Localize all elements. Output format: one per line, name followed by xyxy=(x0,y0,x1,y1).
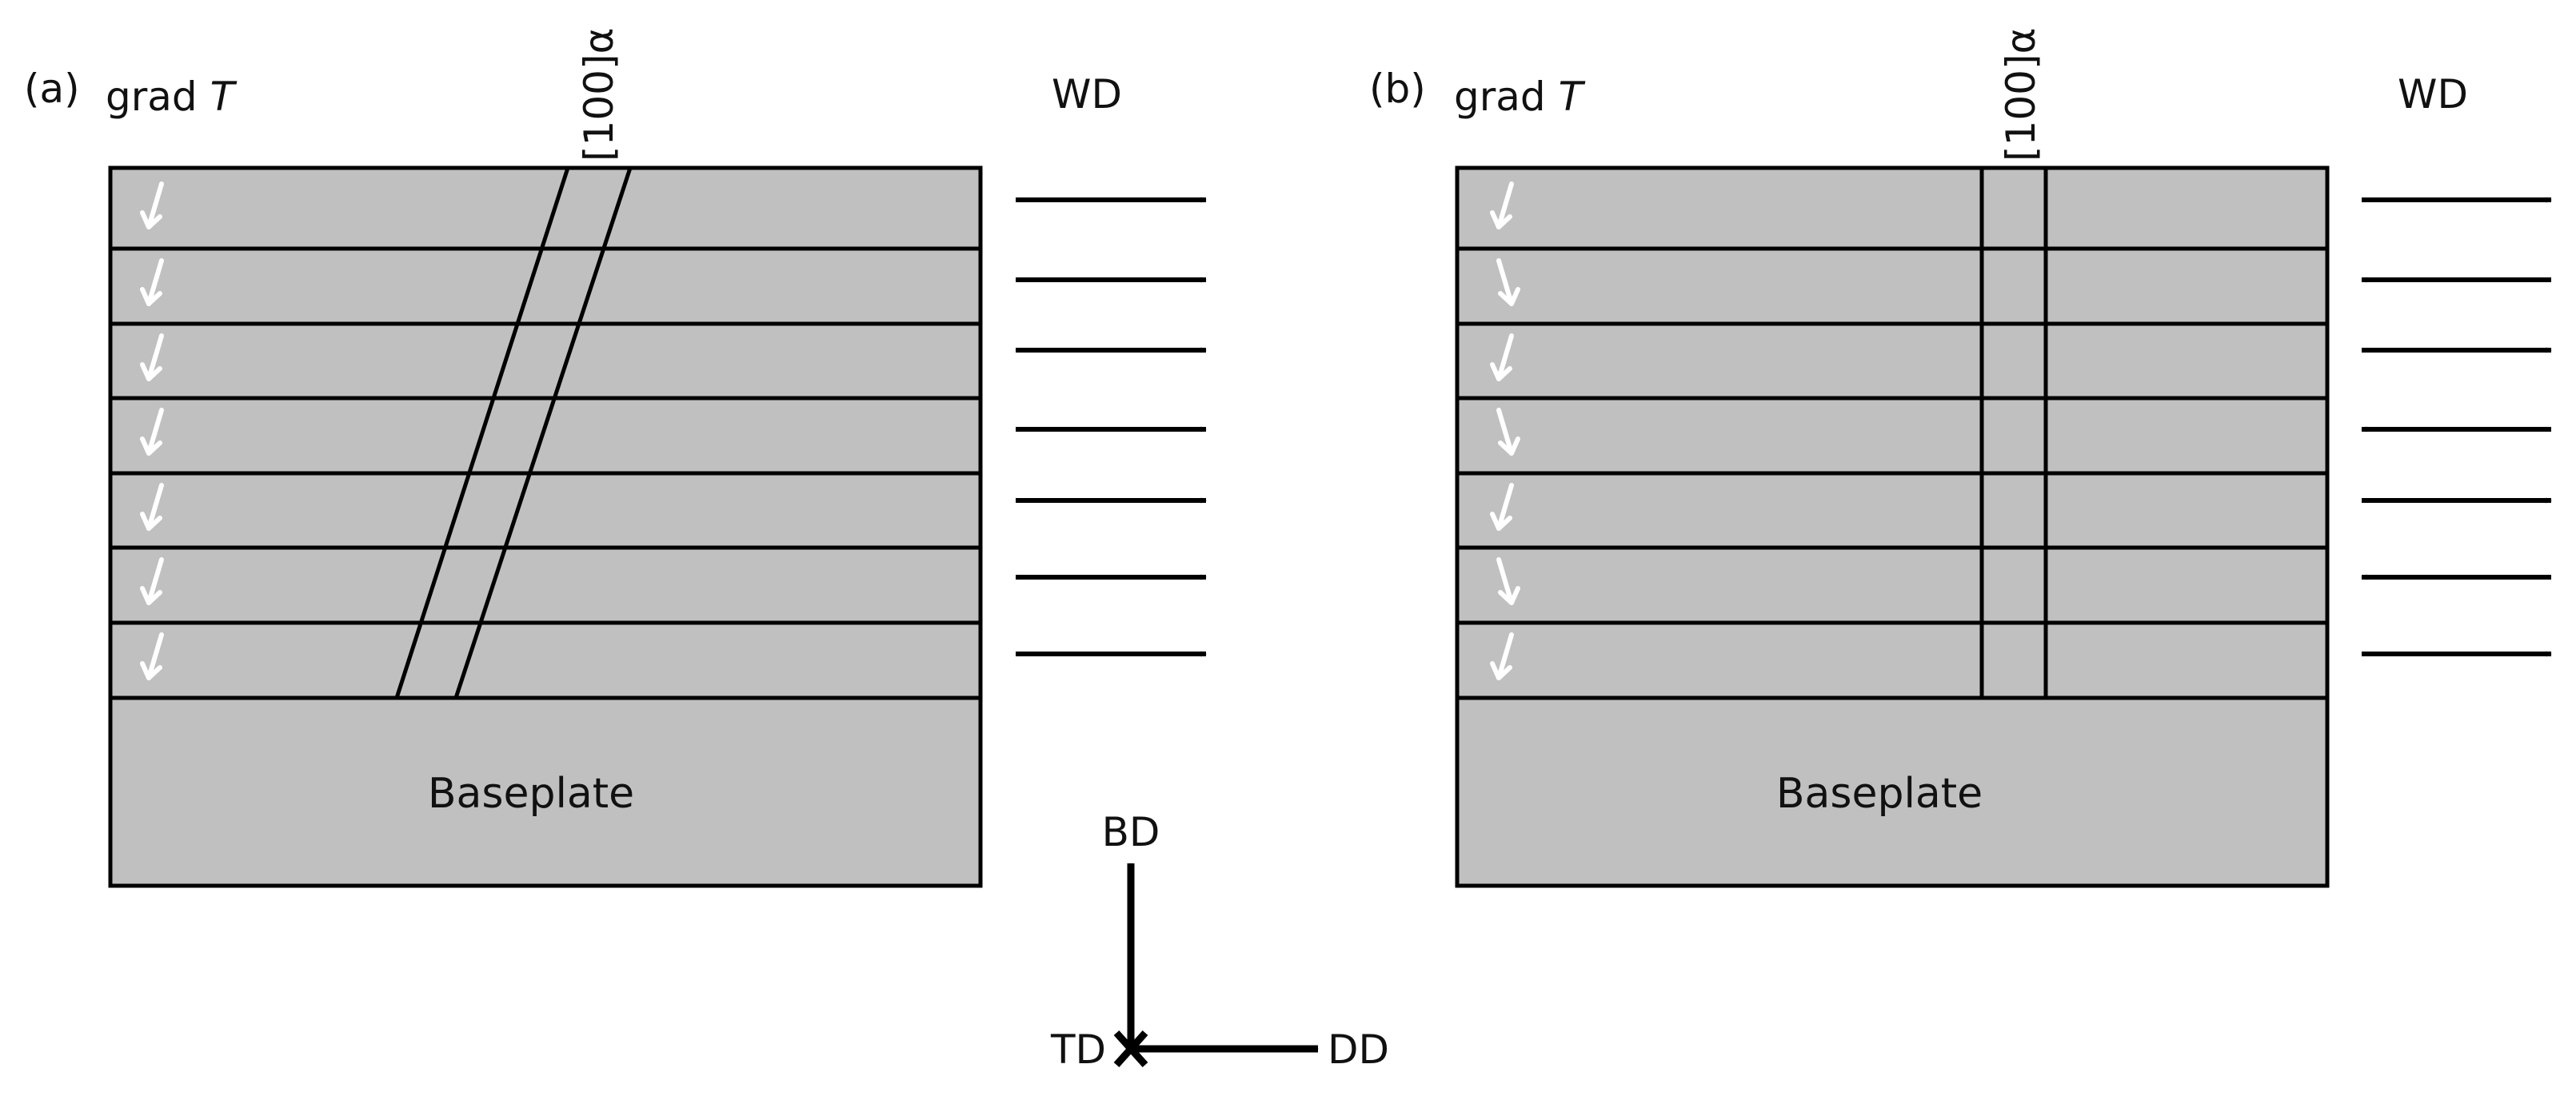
panel-b-crystal-label: [100]α xyxy=(1998,28,2044,161)
panel-b-crystal-band xyxy=(1979,168,2048,698)
grad-arrow xyxy=(140,408,164,456)
grad-arrow xyxy=(1496,258,1520,306)
grad-arrow xyxy=(1496,557,1520,605)
coordinate-axes: BD DD TD xyxy=(1050,809,1389,1073)
panel-b-grad-symbol: T xyxy=(1559,74,1586,120)
grad-arrow xyxy=(1490,333,1514,381)
panel-b-grad-word: grad xyxy=(1454,74,1546,120)
grad-arrow xyxy=(140,258,164,306)
panel-a-crystal-line-left xyxy=(394,167,570,699)
grad-arrow xyxy=(140,557,164,605)
panel-a-grad-word: grad xyxy=(106,74,198,120)
panel-a-gradient-arrows xyxy=(140,181,164,680)
dd-label: DD xyxy=(1328,1026,1389,1073)
panel-b-baseplate-label: Baseplate xyxy=(1776,770,1983,818)
grad-arrow xyxy=(140,632,164,680)
panel-a-block-outline xyxy=(108,165,983,888)
grad-arrow xyxy=(140,483,164,531)
panel-a-crystal-label: [100]α xyxy=(576,28,622,161)
grad-arrow xyxy=(140,181,164,229)
grad-arrow xyxy=(1490,632,1514,680)
panel-b-letter: (b) xyxy=(1369,66,1426,112)
td-label: TD xyxy=(1050,1026,1106,1073)
panel-a-letter: (a) xyxy=(24,66,80,112)
panel-a-crystal-line-right xyxy=(453,167,633,699)
panel-b-block-outline xyxy=(1455,165,2330,888)
panel-a: (a) grad T WD [100]α Baseplate xyxy=(24,28,1207,888)
grad-arrow xyxy=(1490,181,1514,229)
panel-a-grad-label: grad T xyxy=(106,74,238,120)
panel-a-block xyxy=(108,165,983,888)
td-cross-icon xyxy=(1113,1030,1148,1068)
panel-a-wd-label: WD xyxy=(1052,71,1122,118)
grad-arrow xyxy=(1490,483,1514,531)
grad-arrow xyxy=(140,333,164,381)
panel-b: (b) grad T WD [100]α Baseplate xyxy=(1369,28,2552,888)
panel-a-baseplate-label: Baseplate xyxy=(428,770,634,818)
panel-a-grad-symbol: T xyxy=(210,74,238,120)
panel-a-wd-arrows xyxy=(1016,197,1207,657)
panel-a-crystal-band xyxy=(394,167,633,699)
panel-b-grad-label: grad T xyxy=(1454,74,1586,120)
panel-b-block xyxy=(1455,165,2330,888)
bd-label: BD xyxy=(1102,809,1160,855)
panel-b-wd-arrows xyxy=(2361,197,2552,657)
grad-arrow xyxy=(1496,408,1520,456)
panel-b-wd-label: WD xyxy=(2398,71,2468,118)
panel-b-gradient-arrows xyxy=(1490,181,1520,680)
